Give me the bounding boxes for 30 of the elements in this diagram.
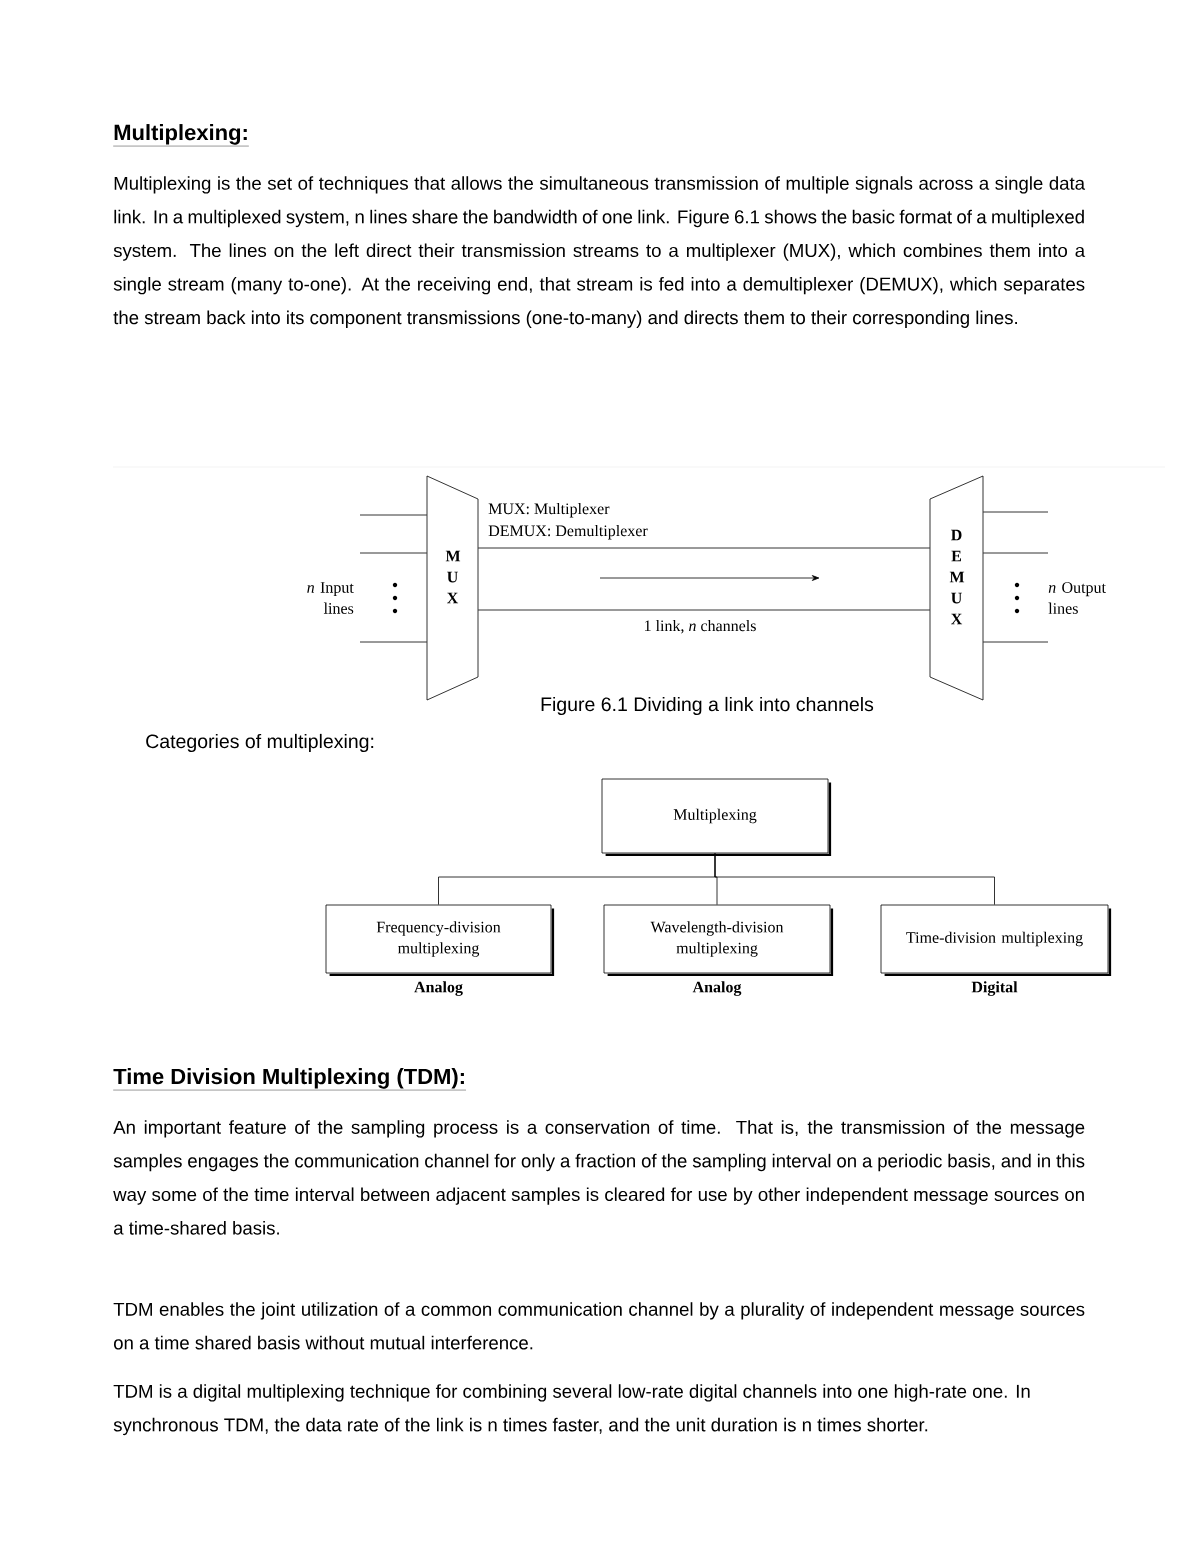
input-line — [359, 514, 428, 516]
diagram-label: n Input lines — [307, 582, 354, 614]
category-box: Frequency-division multiplexing — [325, 904, 555, 977]
heading: Multiplexing: — [113, 124, 250, 147]
category-label: Analog — [692, 981, 742, 996]
paragraph: TDM is a digital multiplexing technique for combining several low-rate digital channels into one high-rate one. In synchronous TDM, the data rate of the link is n times faster, and the unit duration is n times shorter. — [113, 1384, 1030, 1436]
diagram-label: 1 link, n channels — [645, 619, 756, 634]
link-line — [477, 609, 931, 611]
category-box: Multiplexing — [601, 778, 832, 857]
input-line — [359, 641, 428, 643]
demultiplexer-trapezoid: D E M U X — [929, 475, 984, 701]
link-line — [477, 547, 931, 549]
tree-connector — [714, 853, 995, 905]
category-label: Analog — [414, 981, 463, 996]
paragraph: TDM enables the joint utilization of a common communication channel by a plurality of independent message sources on a time shared basis without mutual interference. — [113, 1302, 1085, 1350]
heading: Categories of multiplexing: — [146, 733, 374, 753]
input-line — [359, 552, 428, 554]
output-line — [982, 552, 1049, 554]
figure-caption: Figure 6.1 Dividing a link into channels — [541, 696, 874, 716]
paragraph: Multiplexing is the set of techniques that allows the simultaneous transmission of multiple signals across a single data link. In a multiplexed system, n lines share the bandwidth of one link. Figure 6.1 shows the basic format of a multiplexed system. The lines on the left direct their transmission streams to a multiplexer (MUX), which combines them into a single stream (many to-one). At the receiving end, that stream is fed into a demultiplexer (DEMUX), which separates the stream back into its component transmissions (one-to-many) and directs them to their corresponding lines. — [113, 176, 1086, 328]
category-box: Wavelength-division multiplexing — [603, 904, 834, 977]
category-label: Digital — [971, 981, 1018, 996]
category-box: Time-division multiplexing — [880, 904, 1112, 977]
heading: Time Division Multiplexing (TDM): — [113, 1068, 467, 1091]
output-line — [982, 511, 1049, 513]
output-line — [982, 641, 1049, 643]
multiplexer-trapezoid: M U X — [426, 475, 479, 701]
diagram-label: n Output lines — [1048, 582, 1106, 614]
diagram-label: DEMUX: Demultiplexer — [488, 524, 648, 540]
paragraph: An important feature of the sampling process is a conservation of time. That is, the transmission of the message samples engages the communication channel for only a fraction of the sampling interval on a periodic basis, and in this way some of the time interval between adjacent samples is cleared for use by other independent message sources on a time-shared basis. — [113, 1120, 1085, 1235]
